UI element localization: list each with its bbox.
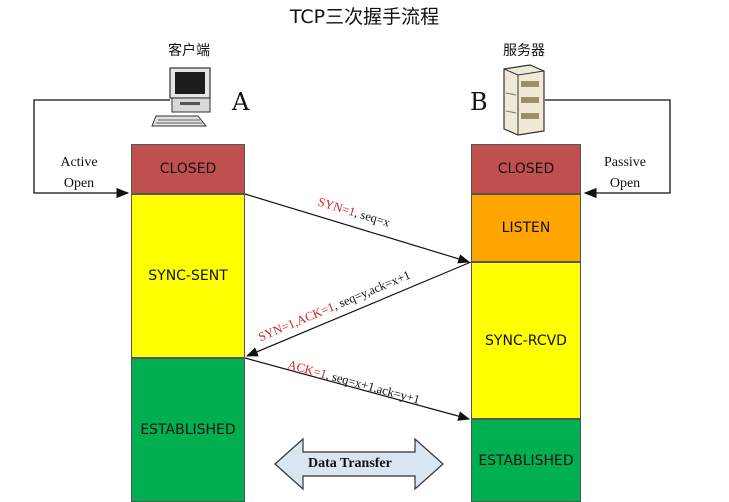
- server-icon: [503, 64, 545, 136]
- active-open-line1: Active: [60, 155, 98, 170]
- client-computer-icon: [151, 67, 211, 127]
- active-open-loop: [33, 99, 170, 199]
- passive-open-line1: Passive: [604, 155, 646, 170]
- client-state-established: ESTABLISHED: [131, 358, 245, 502]
- data-transfer-arrow: [274, 437, 444, 491]
- data-transfer-label: Data Transfer: [308, 456, 392, 471]
- ack-arrow: [244, 357, 471, 421]
- client-label: 客户端: [168, 43, 210, 59]
- server-state-established: ESTABLISHED: [471, 419, 581, 502]
- server-state-sync-rcvd: SYNC-RCVD: [471, 262, 581, 419]
- syn-arrow: [244, 193, 471, 264]
- server-label: 服务器: [503, 43, 545, 59]
- client-state-sync-sent: SYNC-SENT: [131, 194, 245, 358]
- server-state-listen: LISTEN: [471, 194, 581, 262]
- passive-open-line2: Open: [609, 176, 641, 191]
- passive-open-label: Passive Open: [590, 152, 660, 194]
- server-letter: B: [470, 88, 488, 116]
- syn-ack-arrow: [245, 261, 472, 357]
- client-letter: A: [232, 88, 250, 116]
- client-state-closed: CLOSED: [131, 144, 245, 194]
- active-open-line2: Open: [63, 176, 95, 191]
- passive-open-loop: [545, 99, 671, 199]
- active-open-label: Active Open: [48, 152, 110, 194]
- diagram-title: TCP三次握手流程: [289, 6, 440, 28]
- server-state-closed: CLOSED: [471, 144, 581, 194]
